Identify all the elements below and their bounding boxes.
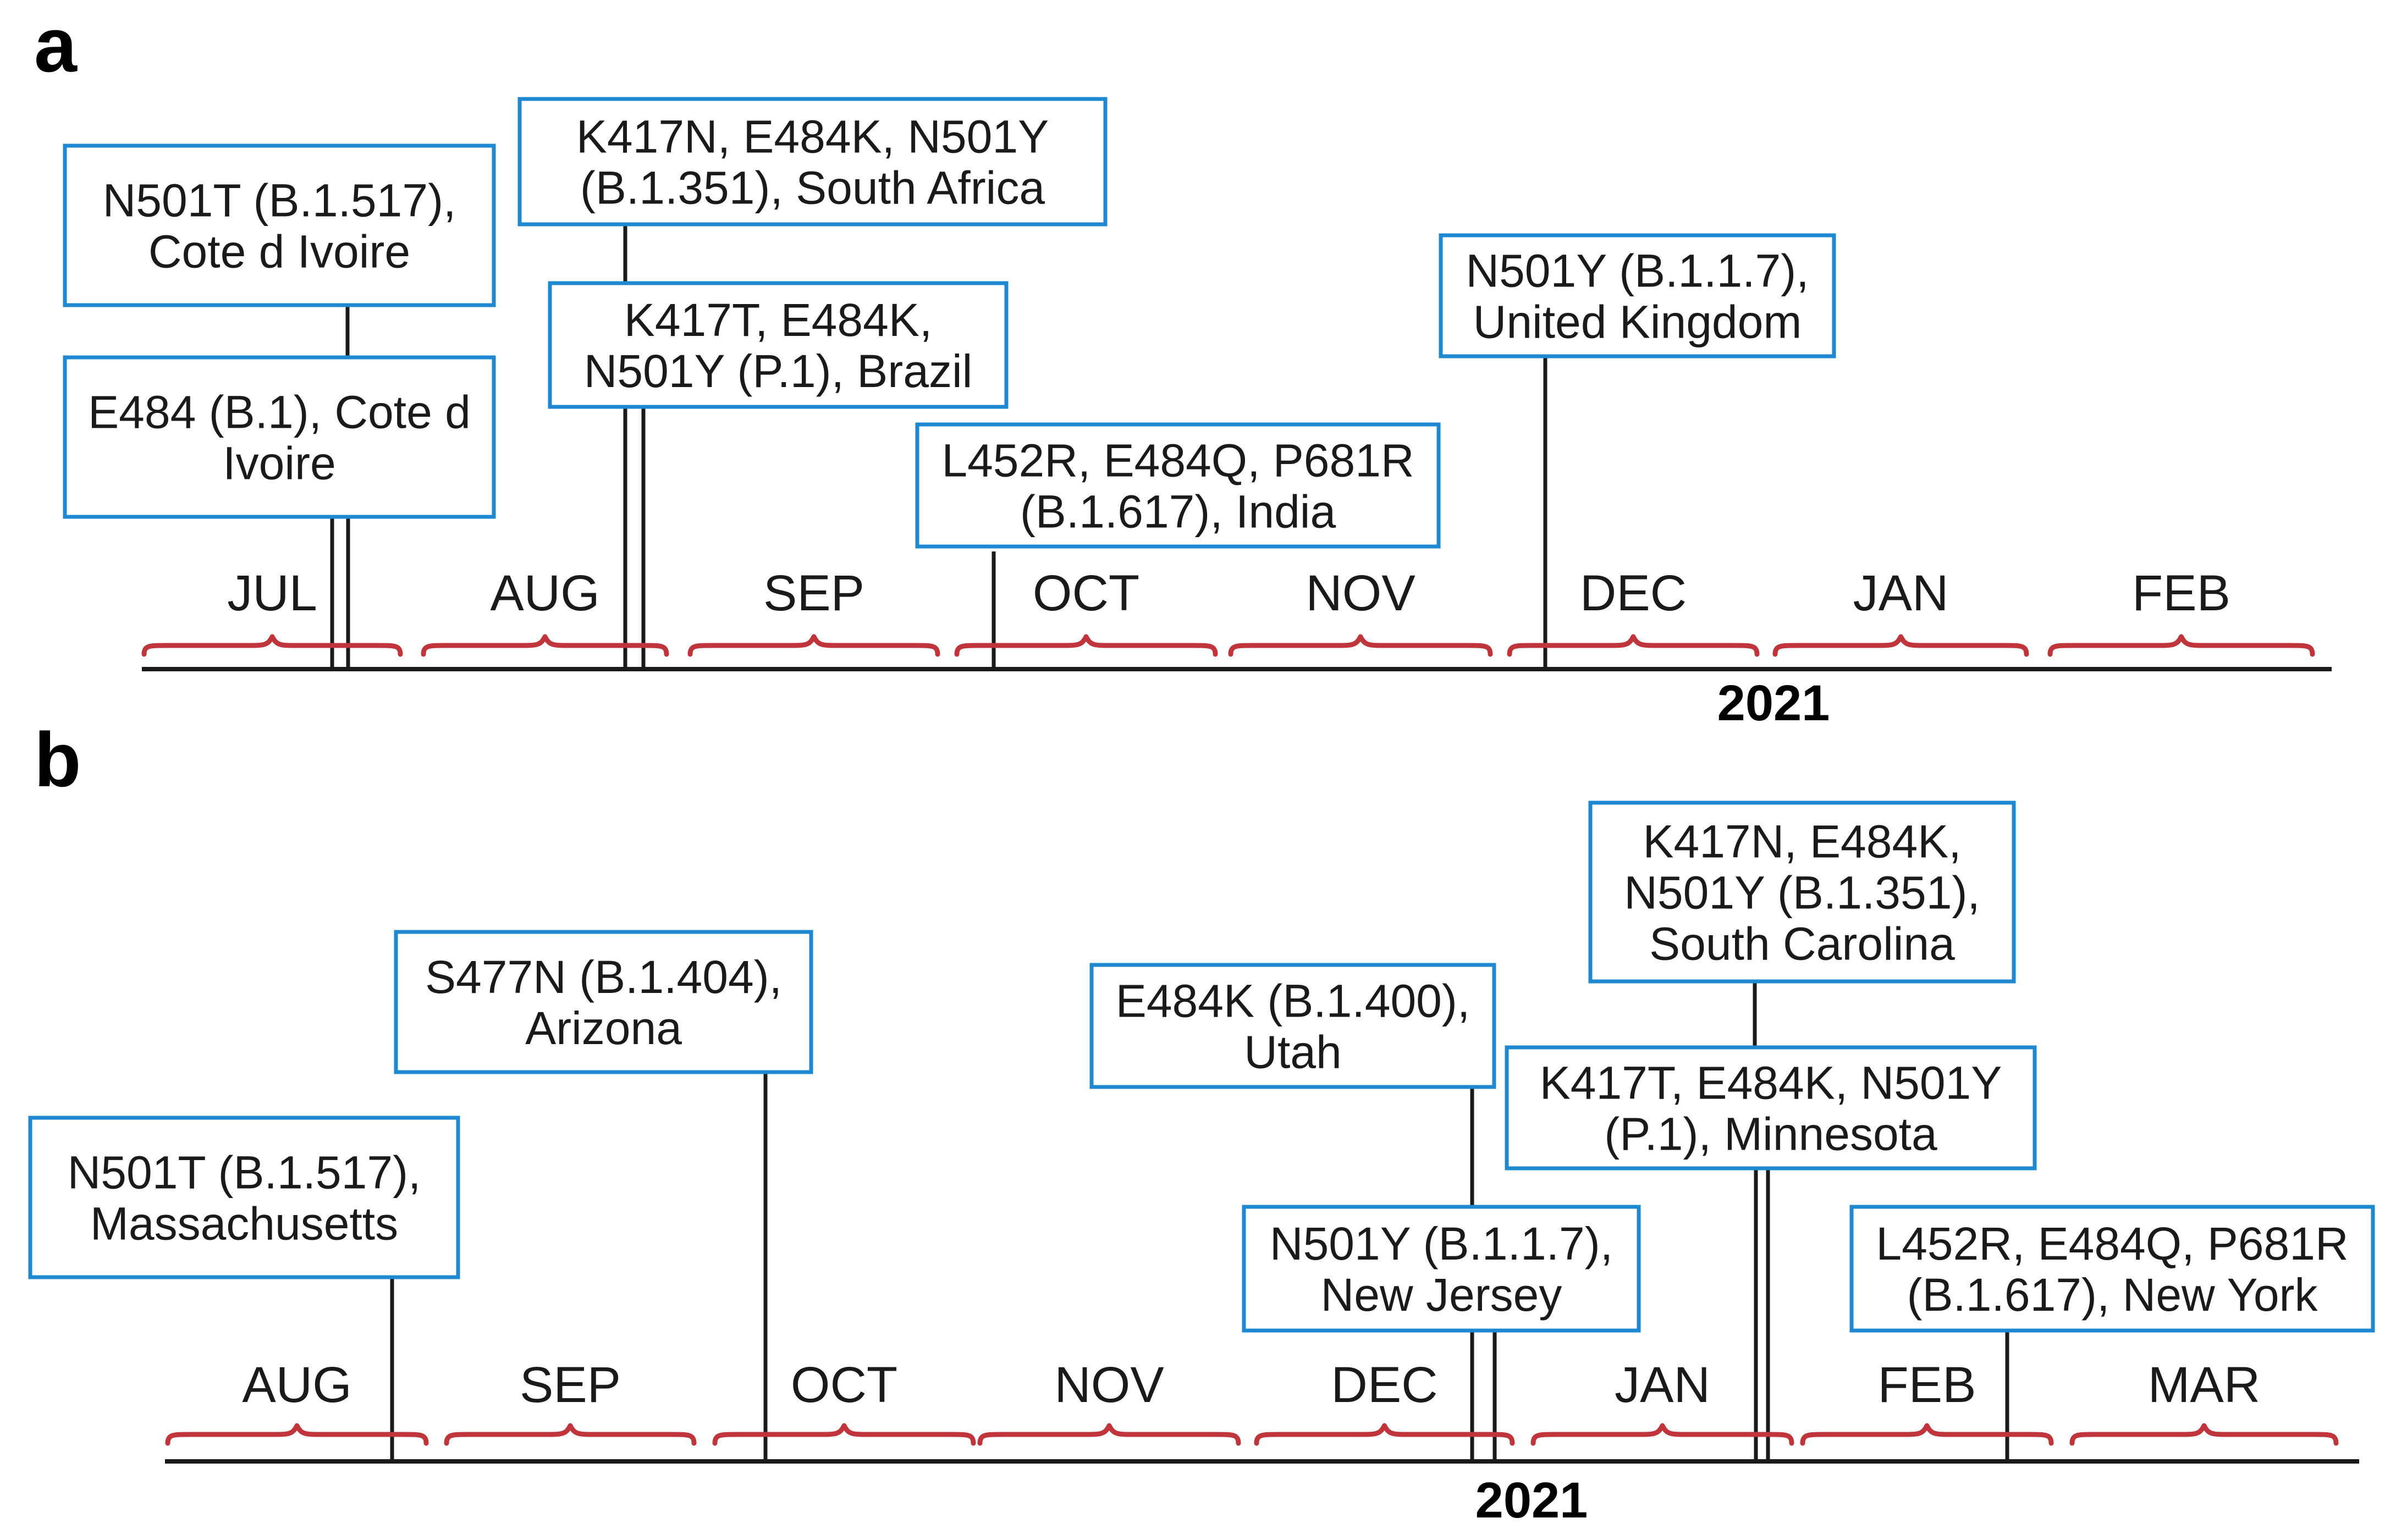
month-label: FEB	[1878, 1357, 1976, 1413]
event-text-line: E484 (B.1), Cote d	[88, 387, 471, 438]
month-label: NOV	[1306, 565, 1415, 621]
panel-letter: b	[34, 716, 81, 803]
month-label: AUG	[490, 565, 599, 621]
event-text-line: N501T (B.1.517),	[68, 1147, 421, 1199]
event-box: N501T (B.1.517),Cote d Ivoire	[63, 143, 496, 307]
event-box-border	[1588, 801, 2016, 984]
month-label: DEC	[1331, 1357, 1437, 1413]
event-text-line: E484K (B.1.400),	[1116, 975, 1470, 1027]
month-label: FEB	[2132, 565, 2230, 621]
month-brace	[954, 634, 1218, 657]
event-text-line: (B.1.617), India	[1020, 486, 1336, 538]
event-box: K417N, E484K,N501Y (B.1.351),South Carol…	[1588, 801, 2016, 984]
month-label: OCT	[791, 1357, 897, 1413]
event-text-line: K417N, E484K, N501Y	[576, 111, 1049, 163]
month-label: JAN	[1615, 1357, 1710, 1413]
event-box-border	[1439, 233, 1836, 358]
event-box: N501Y (B.1.1.7),United Kingdom	[1439, 233, 1836, 358]
event-text-line: Ivoire	[223, 438, 335, 489]
event-box: S477N (B.1.404),Arizona	[394, 930, 813, 1074]
panel-letter: a	[34, 2, 78, 88]
event-box-border	[63, 143, 496, 307]
year-label: 2021	[1475, 1472, 1588, 1528]
event-text-line: L452R, E484Q, P681R	[941, 435, 1414, 487]
event-text-line: K417N, E484K,	[1643, 816, 1961, 868]
event-text-line: N501Y (P.1), Brazil	[584, 345, 973, 397]
month-label: OCT	[1033, 565, 1139, 621]
event-box-border	[548, 281, 1009, 409]
month-brace	[1530, 1423, 1794, 1446]
month-brace	[977, 1423, 1241, 1446]
event-text-line: (B.1.351), South Africa	[580, 162, 1045, 214]
event-text-line: Arizona	[525, 1002, 682, 1054]
event-box: N501T (B.1.517),Massachusetts	[28, 1116, 460, 1279]
month-brace	[1254, 1423, 1515, 1446]
event-text-line: N501T (B.1.517),	[103, 175, 456, 227]
month-brace	[712, 1423, 976, 1446]
event-text-line: (P.1), Minnesota	[1604, 1108, 1937, 1160]
month-brace	[141, 634, 403, 657]
month-label: NOV	[1054, 1357, 1164, 1413]
event-box-border	[915, 422, 1441, 549]
event-box-border	[394, 930, 813, 1074]
event-box: K417T, E484K,N501Y (P.1), Brazil	[548, 281, 1009, 409]
event-box: K417N, E484K, N501Y(B.1.351), South Afri…	[517, 97, 1108, 227]
event-text-line: New Jersey	[1321, 1269, 1562, 1321]
month-brace	[2069, 1423, 2339, 1446]
event-box-border	[28, 1116, 460, 1279]
event-box: L452R, E484Q, P681R(B.1.617), India	[915, 422, 1441, 549]
event-text-line: Cote d Ivoire	[148, 226, 410, 278]
month-brace	[1800, 1423, 2054, 1446]
event-text-line: United Kingdom	[1473, 296, 1802, 348]
month-label: SEP	[520, 1357, 621, 1413]
month-brace	[2047, 634, 2315, 657]
event-text-line: Massachusetts	[90, 1198, 398, 1250]
event-text-line: S477N (B.1.404),	[425, 951, 782, 1003]
event-text-line: (B.1.617), New York	[1907, 1269, 2318, 1321]
month-brace	[421, 634, 669, 657]
month-brace	[1772, 634, 2029, 657]
month-label: JUL	[227, 565, 317, 621]
event-box-border	[63, 355, 496, 519]
event-text-line: Utah	[1244, 1026, 1341, 1078]
event-box-border	[1505, 1045, 2037, 1171]
month-brace	[1507, 634, 1760, 657]
month-label: JAN	[1853, 565, 1949, 621]
event-box: N501Y (B.1.1.7),New Jersey	[1242, 1205, 1641, 1333]
month-label: SEP	[763, 565, 864, 621]
month-brace	[165, 1423, 429, 1446]
event-box-border	[1849, 1205, 2375, 1333]
event-box: L452R, E484Q, P681R(B.1.617), New York	[1849, 1205, 2375, 1333]
month-label: DEC	[1580, 565, 1687, 621]
month-brace	[687, 634, 940, 657]
month-label: MAR	[2148, 1357, 2260, 1413]
event-box-border	[517, 97, 1108, 227]
month-label: AUG	[242, 1357, 351, 1413]
month-brace	[1228, 634, 1493, 657]
event-text-line: N501Y (B.1.1.7),	[1270, 1218, 1613, 1269]
event-box-border	[1242, 1205, 1641, 1333]
year-label: 2021	[1717, 675, 1830, 731]
event-box-border	[1089, 963, 1496, 1089]
event-box: K417T, E484K, N501Y(P.1), Minnesota	[1505, 1045, 2037, 1171]
event-text-line: L452R, E484Q, P681R	[1876, 1218, 2348, 1269]
event-box: E484K (B.1.400),Utah	[1089, 963, 1496, 1089]
event-text-line: N501Y (B.1.351),	[1624, 867, 1980, 919]
event-text-line: K417T, E484K,	[624, 294, 932, 346]
event-text-line: N501Y (B.1.1.7),	[1466, 245, 1809, 297]
event-text-line: South Carolina	[1649, 918, 1955, 970]
month-brace	[444, 1423, 697, 1446]
event-text-line: K417T, E484K, N501Y	[1540, 1057, 2002, 1109]
